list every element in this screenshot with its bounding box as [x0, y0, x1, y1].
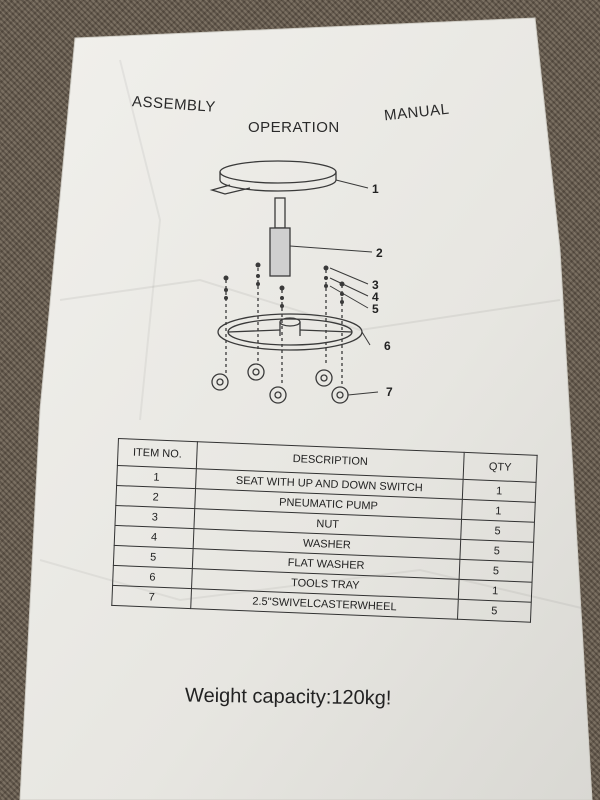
title-operation: OPERATION	[248, 119, 340, 136]
leader-lines	[289, 179, 379, 396]
weight-capacity-note: Weight capacity:120kg!	[184, 684, 392, 710]
callout-1: 1	[372, 182, 379, 196]
callout-5: 5	[372, 302, 379, 316]
callout-4: 4	[372, 290, 379, 304]
callout-3: 3	[372, 278, 379, 292]
nuts-washers	[223, 262, 345, 308]
parts-table-wrapper: ITEM NO. DESCRIPTION QTY 1 SEAT WITH UP …	[111, 438, 538, 623]
caster-wheels	[211, 363, 349, 404]
stool-exploded-diagram	[209, 160, 379, 404]
item-no: 7	[111, 585, 192, 609]
parts-table: ITEM NO. DESCRIPTION QTY 1 SEAT WITH UP …	[111, 438, 538, 623]
base-tray-part	[217, 313, 363, 351]
seat-part	[209, 160, 337, 195]
fastener-stacks	[225, 268, 343, 385]
header-item-no: ITEM NO.	[117, 438, 198, 469]
callout-2: 2	[376, 246, 383, 260]
qty: 5	[457, 599, 532, 623]
callout-7: 7	[386, 385, 393, 399]
header-qty: QTY	[463, 452, 538, 483]
pneumatic-pump-part	[269, 197, 291, 277]
callout-6: 6	[384, 339, 391, 353]
